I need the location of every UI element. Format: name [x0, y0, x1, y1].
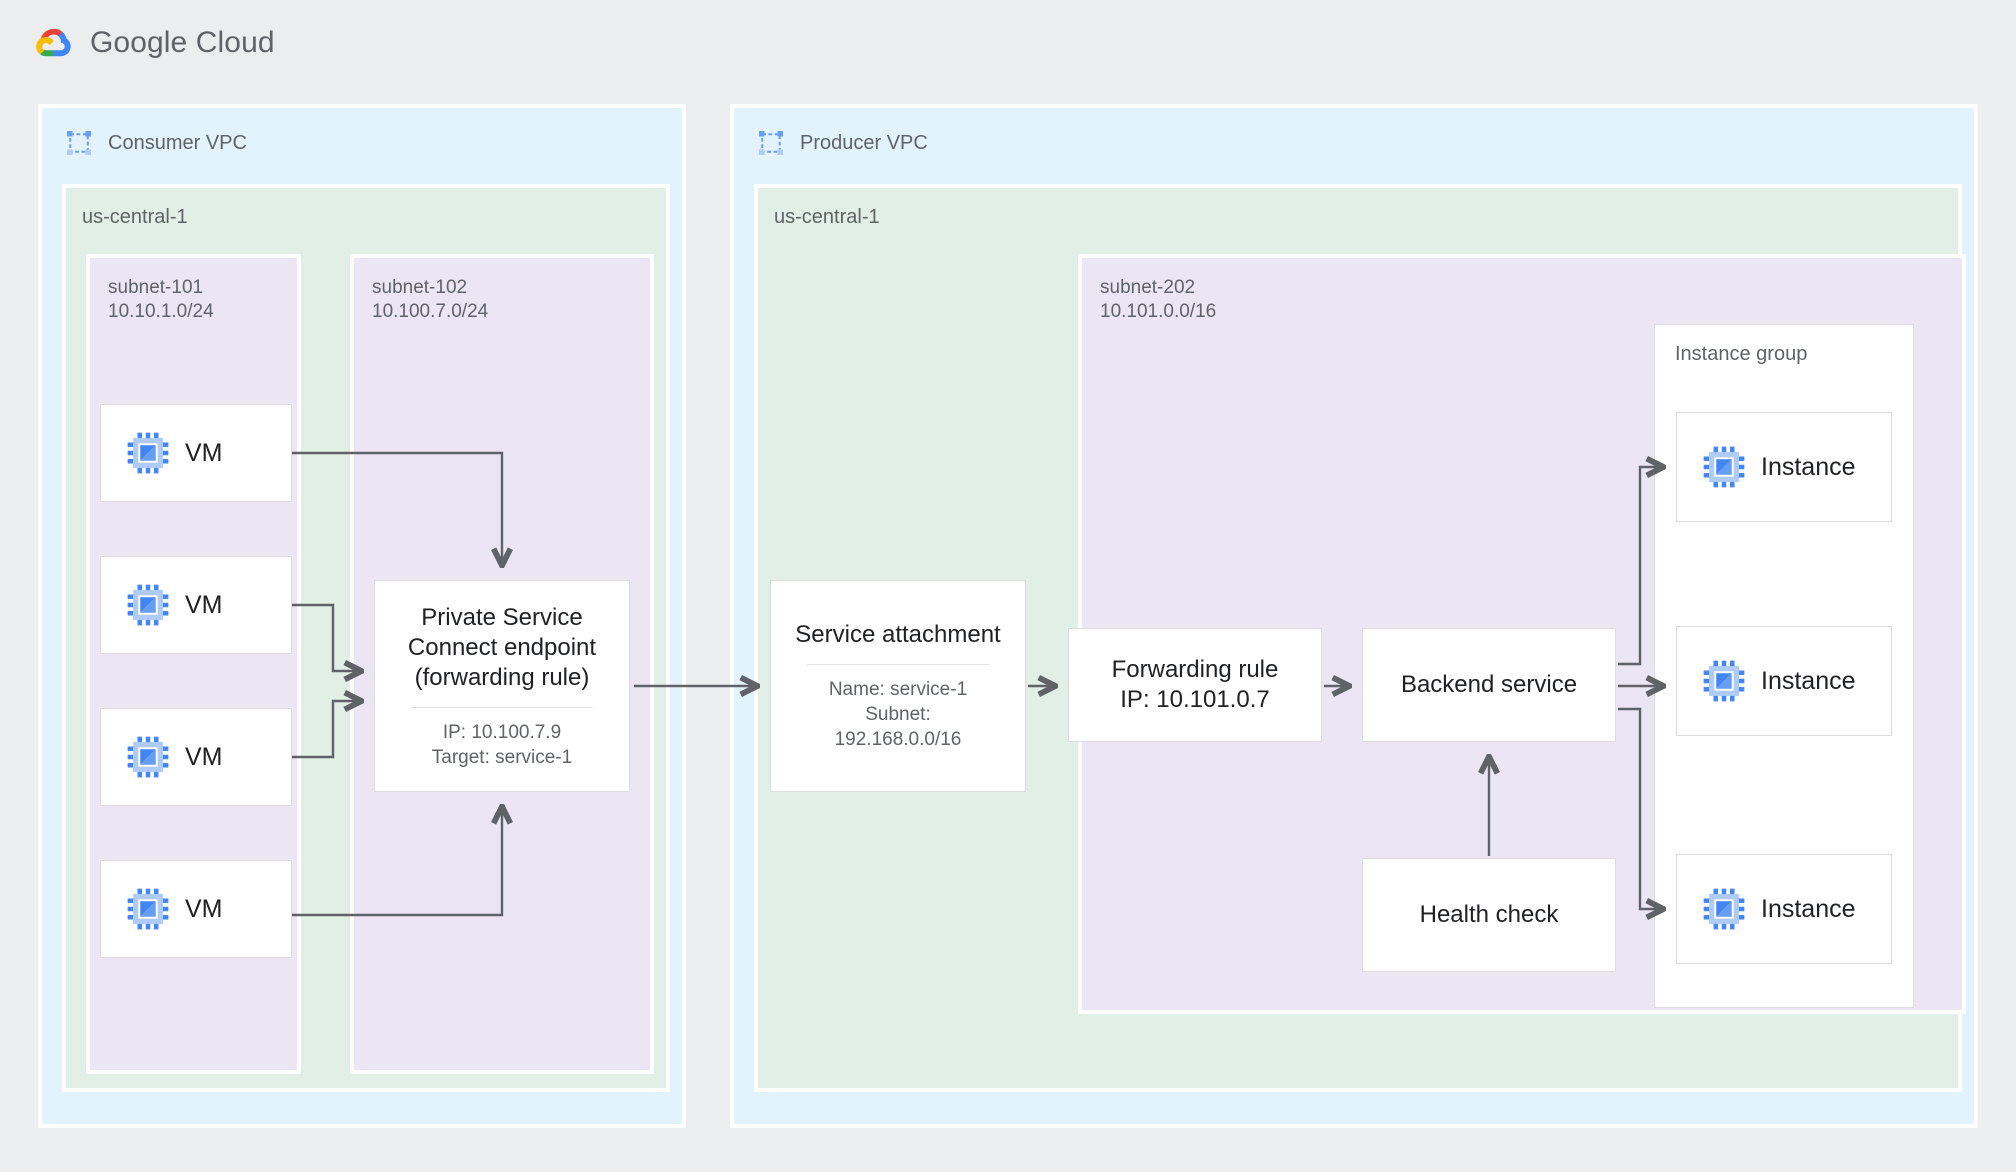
vm-label-2: VM — [185, 590, 223, 619]
subnet-202-label: subnet-202 10.101.0.0/16 — [1100, 277, 1217, 322]
producer-region-label: us-central-1 — [774, 206, 880, 228]
compute-instance-icon — [127, 736, 169, 778]
backend-service-title: Backend service — [1400, 671, 1578, 698]
vpc-network-icon — [67, 131, 91, 155]
service-attachment-details: Name: service-1 Subnet: 192.168.0.0/16 — [828, 679, 968, 750]
vpc-network-icon — [759, 131, 783, 155]
vm-label-1: VM — [185, 438, 223, 467]
vm-label-4: VM — [185, 894, 223, 923]
vm-label-3: VM — [185, 742, 223, 771]
subnet-102-label: subnet-102 10.100.7.0/24 — [372, 277, 489, 322]
subnet-101-label: subnet-101 10.10.1.0/24 — [108, 277, 214, 322]
instance-label-1: Instance — [1761, 452, 1856, 481]
instance-card-2[interactable]: Instance — [1676, 626, 1892, 736]
compute-instance-icon — [1703, 660, 1745, 702]
vm-card-4[interactable]: VM — [100, 860, 292, 958]
service-attachment-title: Service attachment — [795, 621, 1001, 648]
instance-label-2: Instance — [1761, 666, 1856, 695]
consumer-vpc-header: Consumer VPC — [64, 128, 247, 158]
compute-instance-icon — [127, 888, 169, 930]
service-attachment-card[interactable]: Service attachment Name: service-1 Subne… — [770, 580, 1026, 792]
consumer-vpc-title: Consumer VPC — [108, 131, 247, 154]
compute-instance-icon — [127, 432, 169, 474]
brand-header: Google Cloud — [30, 20, 275, 66]
brand-wordmark: Google Cloud — [90, 26, 275, 59]
compute-instance-icon — [127, 584, 169, 626]
consumer-region-label: us-central-1 — [82, 206, 188, 228]
forwarding-rule-title: Forwarding rule IP: 10.101.0.7 — [1111, 656, 1279, 713]
instance-card-3[interactable]: Instance — [1676, 854, 1892, 964]
psc-endpoint-title: Private Service Connect endpoint (forwar… — [407, 603, 597, 691]
compute-instance-icon — [1703, 888, 1745, 930]
compute-instance-icon — [1703, 446, 1745, 488]
instance-group-label: Instance group — [1675, 343, 1808, 365]
producer-vpc-header: Producer VPC — [756, 128, 928, 158]
instance-label-3: Instance — [1761, 894, 1856, 923]
vm-card-3[interactable]: VM — [100, 708, 292, 806]
forwarding-rule-card[interactable]: Forwarding rule IP: 10.101.0.7 — [1068, 628, 1322, 742]
psc-endpoint-card[interactable]: Private Service Connect endpoint (forwar… — [374, 580, 630, 792]
health-check-card[interactable]: Health check — [1362, 858, 1616, 972]
vm-card-1[interactable]: VM — [100, 404, 292, 502]
backend-service-card[interactable]: Backend service — [1362, 628, 1616, 742]
producer-vpc-title: Producer VPC — [800, 131, 928, 154]
service-attachment-divider — [806, 664, 990, 665]
psc-endpoint-details: IP: 10.100.7.9 Target: service-1 — [431, 721, 573, 768]
google-cloud-logo-icon — [36, 28, 71, 57]
health-check-title: Health check — [1419, 901, 1559, 928]
instance-card-1[interactable]: Instance — [1676, 412, 1892, 522]
psc-endpoint-divider — [410, 706, 594, 708]
vm-card-2[interactable]: VM — [100, 556, 292, 654]
